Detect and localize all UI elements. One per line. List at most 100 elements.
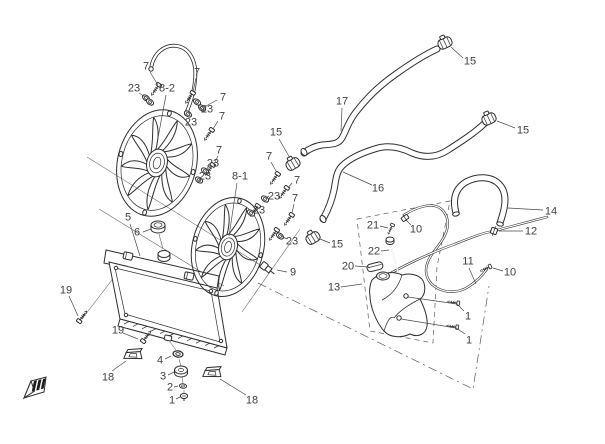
leader-line — [276, 269, 288, 273]
screw-7 — [267, 170, 282, 187]
callout-1: 1 — [169, 395, 175, 407]
callout-18: 18 — [102, 372, 114, 384]
screw-7 — [281, 211, 296, 228]
radiator-filler-neck — [157, 250, 171, 262]
callout-17: 17 — [336, 96, 348, 108]
leader-line — [380, 249, 390, 252]
callout-23: 23 — [268, 191, 280, 203]
callout-23: 23 — [185, 117, 197, 129]
hose-clamp-15 — [302, 227, 323, 247]
callout-23: 23 — [201, 104, 213, 116]
leader-line — [138, 92, 146, 98]
leader-line — [212, 120, 219, 130]
radiator-mount-tab — [122, 251, 134, 261]
leader-line — [280, 235, 288, 240]
leader-line — [173, 385, 179, 388]
leader-line — [319, 238, 331, 244]
leader-line — [188, 111, 191, 117]
callout-13: 13 — [328, 282, 340, 294]
leader-line — [129, 223, 141, 257]
callout-9: 9 — [290, 267, 296, 279]
radiator-cap — [150, 220, 166, 234]
leader-line — [251, 210, 256, 214]
leader-line — [142, 228, 152, 233]
callout-23: 23 — [128, 83, 140, 95]
screw-7 — [201, 126, 216, 143]
leader-line — [175, 396, 181, 400]
callout-14: 14 — [545, 206, 557, 218]
callout-7: 7 — [220, 92, 226, 104]
callout-15: 15 — [270, 127, 282, 139]
leader-line — [149, 71, 159, 86]
callout-23: 23 — [253, 205, 265, 217]
leader-line — [192, 77, 197, 93]
callout-4: 4 — [157, 355, 163, 367]
callout-16: 16 — [372, 183, 384, 195]
tank-cap-20 — [366, 261, 384, 273]
leader-line — [164, 355, 172, 360]
s-shaped-hose-11 — [402, 204, 489, 293]
callout-6: 6 — [134, 227, 140, 239]
callout-7: 7 — [143, 61, 149, 73]
leader-line — [111, 360, 127, 372]
leader-line — [270, 161, 277, 172]
callout-8-1: 8-1 — [232, 171, 248, 183]
hose-clamp-15 — [282, 153, 303, 173]
callout-23: 23 — [286, 236, 298, 248]
leader-line — [354, 265, 370, 268]
temp-sensor-9 — [259, 261, 275, 275]
callout-10: 10 — [410, 224, 422, 236]
callout-19: 19 — [60, 285, 72, 297]
upper-radiator-hose-17 — [300, 45, 441, 157]
hose-clip-12 — [489, 226, 499, 236]
leader-line — [340, 283, 363, 288]
overflow-tank-13 — [369, 271, 428, 338]
fan-wire-loop — [148, 43, 198, 116]
washer-4 — [171, 349, 185, 359]
callout-2: 2 — [167, 382, 173, 394]
callout-1: 1 — [466, 335, 472, 347]
leader-line — [278, 138, 291, 159]
callout-5: 5 — [125, 212, 131, 224]
mount-stack — [171, 349, 189, 401]
callout-7: 7 — [194, 67, 200, 79]
leader-line — [205, 165, 210, 171]
screw-19 — [75, 308, 90, 325]
leader-line — [450, 46, 464, 59]
washer-23 — [144, 97, 156, 107]
leader-line — [405, 219, 412, 226]
callout-7: 7 — [266, 151, 272, 163]
leader-layer — [68, 46, 544, 400]
u-shaped-hose-14 — [450, 174, 509, 227]
leader-line — [492, 267, 504, 272]
lower-radiator-hose-16 — [319, 118, 490, 224]
leader-line — [379, 225, 389, 229]
bolt-1 — [179, 392, 189, 401]
callout-7: 7 — [294, 175, 300, 187]
callout-7: 7 — [219, 111, 225, 123]
leader-line — [407, 296, 465, 312]
leader-line — [219, 378, 247, 396]
leader-line — [205, 99, 218, 107]
callout-15: 15 — [517, 125, 529, 137]
leader-line — [287, 182, 293, 189]
leader-line — [197, 105, 203, 110]
leader-line — [496, 120, 516, 129]
leader-line — [156, 94, 167, 144]
callout-7: 7 — [216, 145, 222, 157]
callout-20: 20 — [342, 261, 354, 273]
tank-neck-cap — [376, 271, 390, 281]
callout-3: 3 — [160, 371, 166, 383]
bushing-3 — [174, 365, 188, 378]
radiator-mount-tab — [183, 271, 195, 281]
pin-21 — [385, 222, 396, 236]
radiator — [103, 249, 228, 356]
dipstick-22 — [385, 236, 399, 273]
callout-11: 11 — [462, 256, 473, 268]
washer-23 — [274, 231, 286, 241]
grommet-18 — [123, 346, 144, 361]
callout-23: 23 — [199, 171, 211, 183]
leader-line — [507, 207, 544, 211]
